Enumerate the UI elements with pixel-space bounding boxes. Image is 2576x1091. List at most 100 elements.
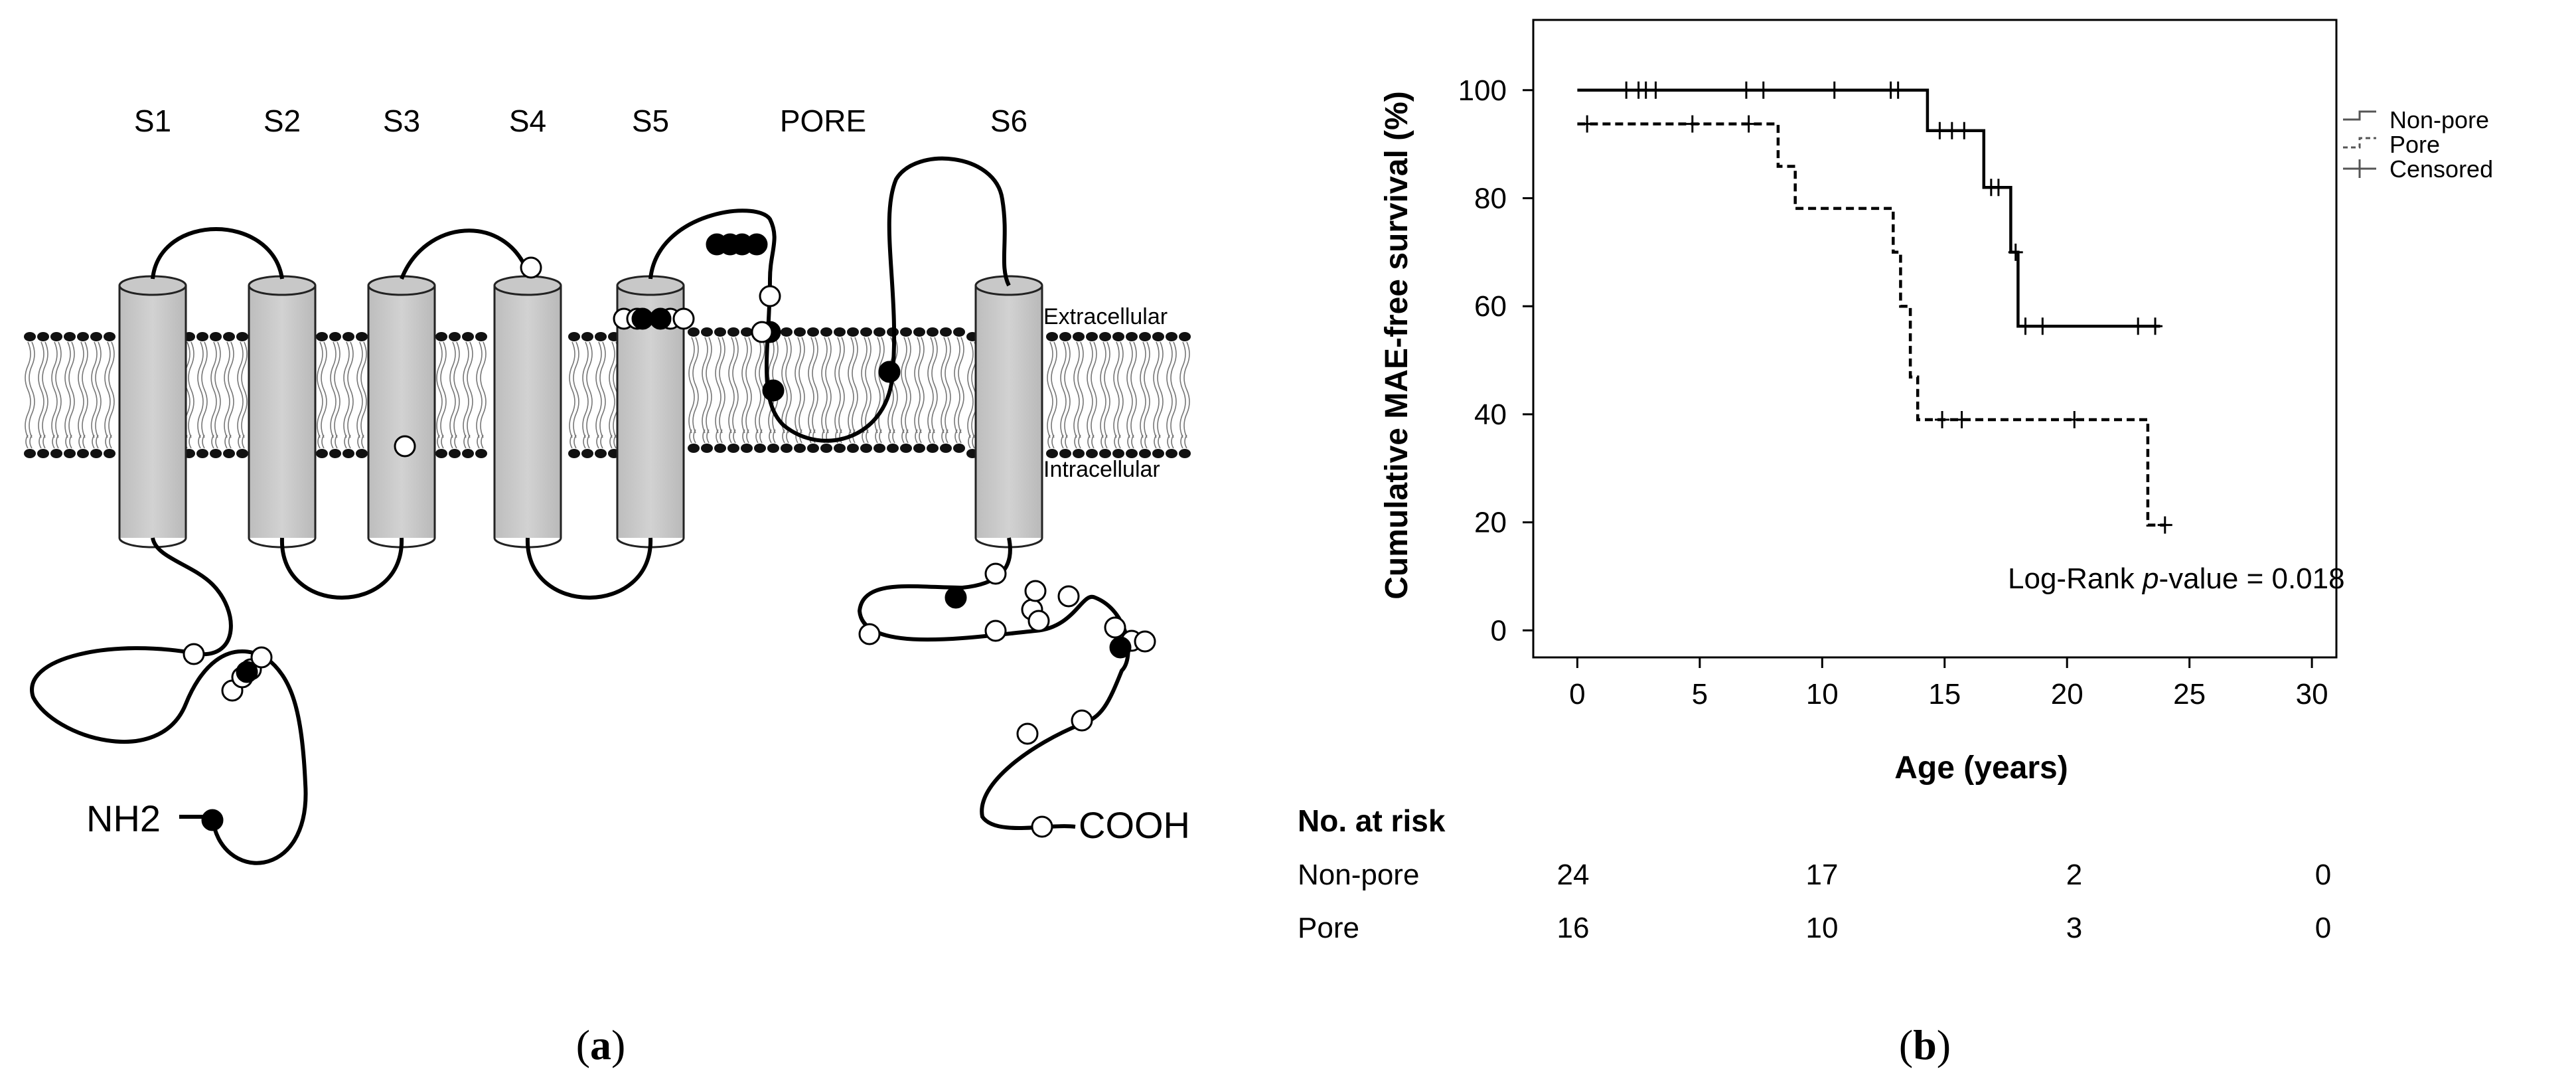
lipid-head <box>953 444 965 453</box>
lipid-head <box>210 332 222 341</box>
lipid-head <box>37 449 49 458</box>
lipid-head <box>475 449 487 458</box>
n-terminal-tail <box>30 537 308 865</box>
variant-residue-open <box>984 620 1007 642</box>
lipid-tail <box>838 337 845 444</box>
lipid-tail <box>958 337 964 444</box>
lipid-head <box>1112 449 1124 458</box>
helix-s3 <box>367 275 436 548</box>
lipid-head <box>727 444 739 453</box>
segment-label-s4: S4 <box>509 104 546 138</box>
risk-pore-t30: 0 <box>2315 912 2331 944</box>
variant-residue-filled <box>649 307 672 330</box>
censor-mark <box>1738 81 1754 99</box>
censor-mark <box>1944 122 1959 139</box>
legend-nonpore-label: Non-pore <box>2389 106 2489 133</box>
lipid-head <box>37 332 49 341</box>
lipid-head <box>104 332 115 341</box>
x-tick-label: 25 <box>2173 678 2206 711</box>
lipid-head <box>834 444 846 453</box>
variant-residue-open <box>394 435 416 458</box>
lipid-head <box>741 444 753 453</box>
lipid-tail <box>759 337 765 444</box>
variant-residue-open <box>520 256 542 279</box>
channel-topology-diagram: S1 S2 S3 S4 S5 PORE S6 Extracellular Int… <box>24 104 1191 1068</box>
lipid-head <box>1139 449 1151 458</box>
y-tick-label: 80 <box>1474 182 1507 214</box>
lipid-head <box>953 327 965 337</box>
risk-pore-t0: 16 <box>1557 912 1590 944</box>
lipid-head <box>1059 449 1071 458</box>
y-tick-label: 60 <box>1474 290 1507 323</box>
lipid-head <box>820 444 832 453</box>
transmembrane-segments <box>118 275 1043 548</box>
lipid-head <box>1139 332 1151 341</box>
segment-label-s6: S6 <box>990 104 1027 138</box>
lipid-head <box>568 332 580 341</box>
lipid-tail <box>688 337 695 444</box>
variant-residue-filled <box>945 586 967 609</box>
lipid-head <box>435 449 447 458</box>
lipid-tail <box>210 341 217 449</box>
lipid-tail <box>914 337 921 444</box>
lipid-head <box>236 332 248 341</box>
censor-mark <box>2018 317 2033 335</box>
annotation-p: p <box>2141 562 2159 595</box>
lipid-tail <box>356 341 363 449</box>
lipid-head <box>356 332 368 341</box>
lipid-head <box>1179 449 1191 458</box>
lipid-head <box>316 332 328 341</box>
lipid-head <box>1152 332 1164 341</box>
segment-label-pore: PORE <box>780 104 866 138</box>
lipid-head <box>701 444 713 453</box>
intracellular-label: Intracellular <box>1043 457 1160 482</box>
variant-residue-open <box>250 646 273 669</box>
lipid-head <box>1099 332 1111 341</box>
segment-label-s1: S1 <box>134 104 171 138</box>
variant-residue-filled <box>878 361 901 383</box>
lipid-tail <box>317 341 323 449</box>
variant-residue-open <box>1031 815 1053 838</box>
lipid-head <box>64 332 76 341</box>
variant-residue-open <box>858 623 881 645</box>
variant-residue-open <box>1027 610 1050 632</box>
censor-mark <box>2157 516 2172 534</box>
legend-nonpore-swatch <box>2343 110 2376 121</box>
lipid-tail <box>1153 341 1160 449</box>
lipid-head <box>781 327 793 337</box>
lipid-head <box>210 449 222 458</box>
lipid-tail <box>334 341 341 449</box>
censor-mark <box>1932 122 1947 139</box>
lipid-tail <box>954 337 960 444</box>
lipid-tail <box>1077 341 1084 449</box>
lipid-head <box>1086 449 1098 458</box>
lipid-tail <box>1100 341 1106 449</box>
lipid-tail <box>480 341 487 449</box>
lipid-tail <box>476 341 483 449</box>
helix-s2 <box>248 275 317 548</box>
lipid-head <box>794 444 806 453</box>
legend-pore-label: Pore <box>2389 131 2440 158</box>
lipid-tail <box>237 341 244 449</box>
lipid-head <box>50 332 62 341</box>
lipid-head <box>1059 332 1071 341</box>
y-tick-label: 0 <box>1491 614 1507 647</box>
lipid-tail <box>715 337 721 444</box>
panel-a-caption: (a) <box>576 1021 626 1068</box>
lipid-tail <box>599 341 606 449</box>
lipid-head <box>754 444 766 453</box>
lipid-head <box>940 444 952 453</box>
variant-residue-open <box>1071 709 1093 732</box>
annotation-prefix: Log-Rank <box>2008 562 2143 595</box>
survival-curve <box>1577 122 2165 527</box>
lipid-tail <box>82 341 88 449</box>
c-terminal-tail <box>857 537 1130 830</box>
lipid-head <box>1112 332 1124 341</box>
censor-mark <box>1935 411 1950 429</box>
x-tick-label: 5 <box>1692 678 1708 711</box>
x-tick-label: 0 <box>1569 678 1585 711</box>
lipid-head <box>356 449 368 458</box>
lipid-tail <box>440 341 447 449</box>
